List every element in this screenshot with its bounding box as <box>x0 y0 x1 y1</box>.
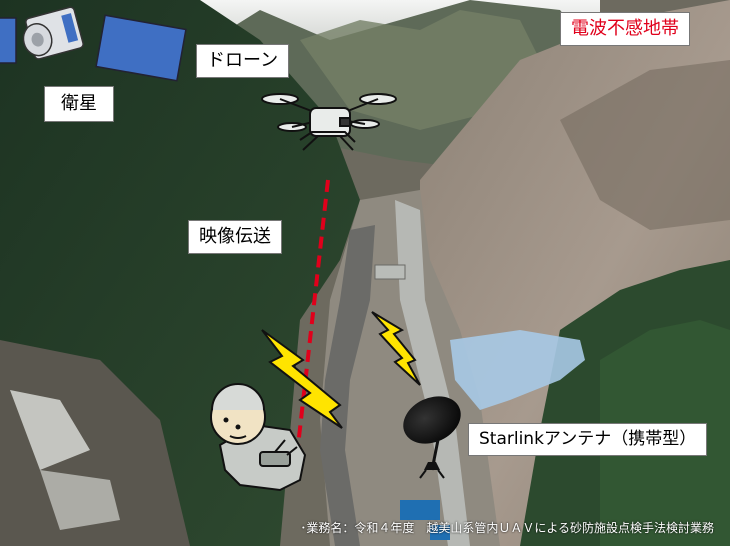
drone-label: ドローン <box>196 44 290 78</box>
drone-illustration <box>261 93 397 151</box>
lightning-bolt-icon <box>261 329 343 429</box>
video-transmission-label: 映像伝送 <box>188 220 282 254</box>
satellite-label: 衛星 <box>44 86 114 122</box>
sabo-structure <box>374 264 406 280</box>
video-link-line <box>295 179 330 456</box>
tarp <box>450 330 585 410</box>
project-caption: ･業務名：令和４年度 越美山系管内ＵＡＶによる砂防施設点検手法検討業務 <box>300 521 714 535</box>
operator-illustration <box>210 383 307 492</box>
lightning-bolt-icon <box>371 311 421 386</box>
starlink-antenna-label: Starlinkアンテナ（携帯型） <box>468 423 708 456</box>
starlink-dish-illustration <box>403 396 461 479</box>
road <box>320 225 375 546</box>
satellite-illustration <box>0 6 187 82</box>
radio-dead-zone-label: 電波不感地帯 <box>560 12 690 46</box>
